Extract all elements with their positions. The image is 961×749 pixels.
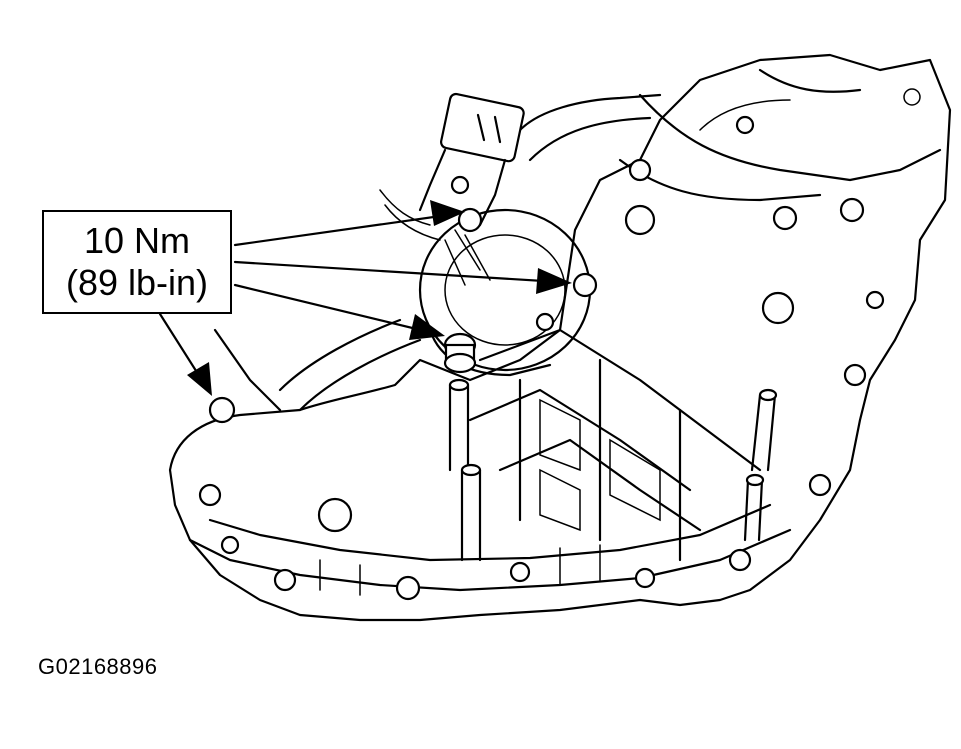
studs <box>448 378 778 562</box>
case-ribs <box>468 328 762 562</box>
leader-line-1 <box>233 212 457 247</box>
bolt-heads <box>198 88 921 601</box>
torque-callout: 10 Nm (89 lb-in) <box>42 210 232 314</box>
filler-tube <box>213 318 422 412</box>
figure-id: G02168896 <box>38 654 158 679</box>
torque-lbin-label: (89 lb-in) <box>65 262 209 303</box>
leader-line-2 <box>233 260 562 284</box>
leader-arrows <box>158 200 572 396</box>
arrowhead-1 <box>430 200 465 226</box>
case-outline <box>168 53 952 622</box>
leader-line-3 <box>233 283 435 335</box>
arrowhead-4 <box>187 362 212 396</box>
arrowhead-2 <box>536 268 572 294</box>
sensor-housing <box>379 92 592 377</box>
torque-nm-label: 10 Nm <box>83 220 191 261</box>
arrowhead-3 <box>409 314 445 340</box>
